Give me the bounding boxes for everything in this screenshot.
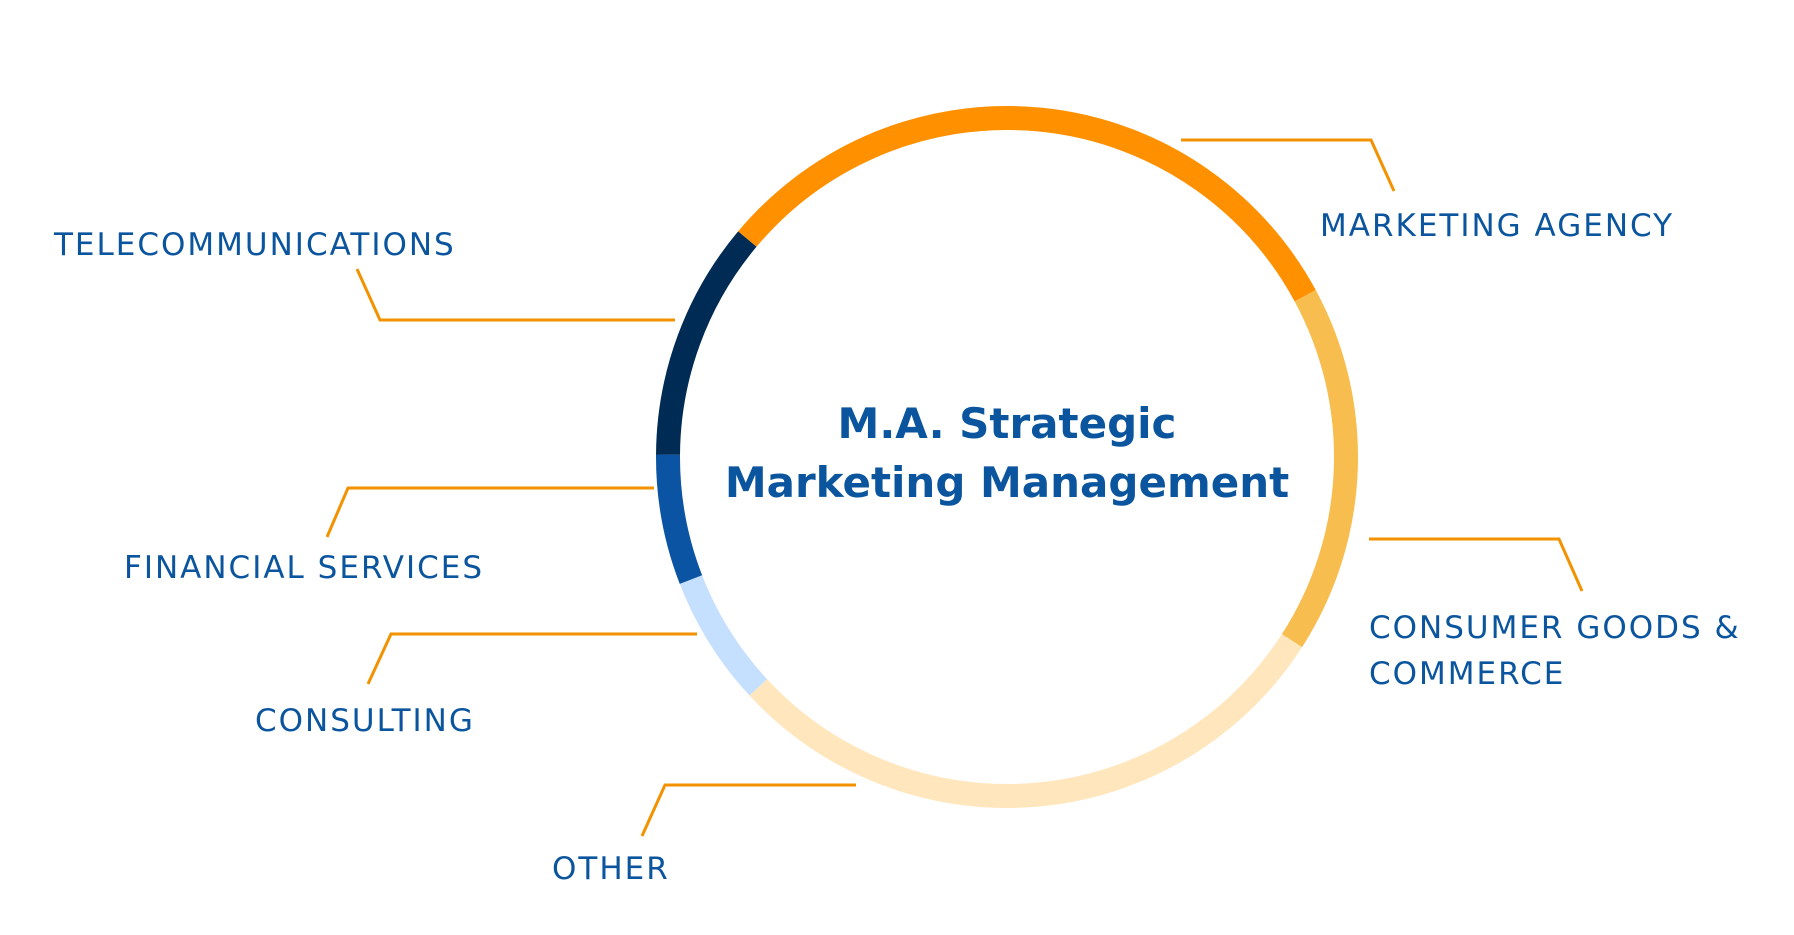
label-telecommunications: TELECOMMUNICATIONS bbox=[53, 227, 456, 263]
donut-slice-marketing-agency bbox=[738, 106, 1316, 302]
leader-line-consumer-goods bbox=[1369, 537, 1584, 592]
leader-line-telecommunications bbox=[355, 268, 675, 322]
title-line-2: Marketing Management bbox=[725, 458, 1289, 507]
title-line-1: M.A. Strategic bbox=[838, 399, 1177, 448]
leader-line-consulting bbox=[366, 632, 697, 685]
leader-line-other bbox=[640, 783, 856, 837]
donut-slice-other bbox=[749, 634, 1303, 808]
label-consulting: CONSULTING bbox=[255, 703, 475, 739]
label-financial-services: FINANCIAL SERVICES bbox=[124, 550, 484, 586]
donut-slice-consumer-goods-commerce bbox=[1281, 290, 1358, 648]
label-consumer-goods-line-1: CONSUMER GOODS & bbox=[1369, 610, 1741, 646]
donut-slice-consulting bbox=[679, 575, 768, 696]
donut-slice-telecommunications bbox=[656, 231, 757, 455]
donut-slice-financial-services bbox=[656, 454, 703, 584]
donut-ring bbox=[656, 106, 1358, 808]
label-consumer-goods-line-2: COMMERCE bbox=[1369, 656, 1565, 692]
leader-line-financial-services bbox=[325, 486, 654, 538]
label-marketing-agency: MARKETING AGENCY bbox=[1320, 208, 1674, 244]
label-other: OTHER bbox=[552, 851, 670, 887]
leader-line-marketing-agency bbox=[1181, 138, 1396, 192]
